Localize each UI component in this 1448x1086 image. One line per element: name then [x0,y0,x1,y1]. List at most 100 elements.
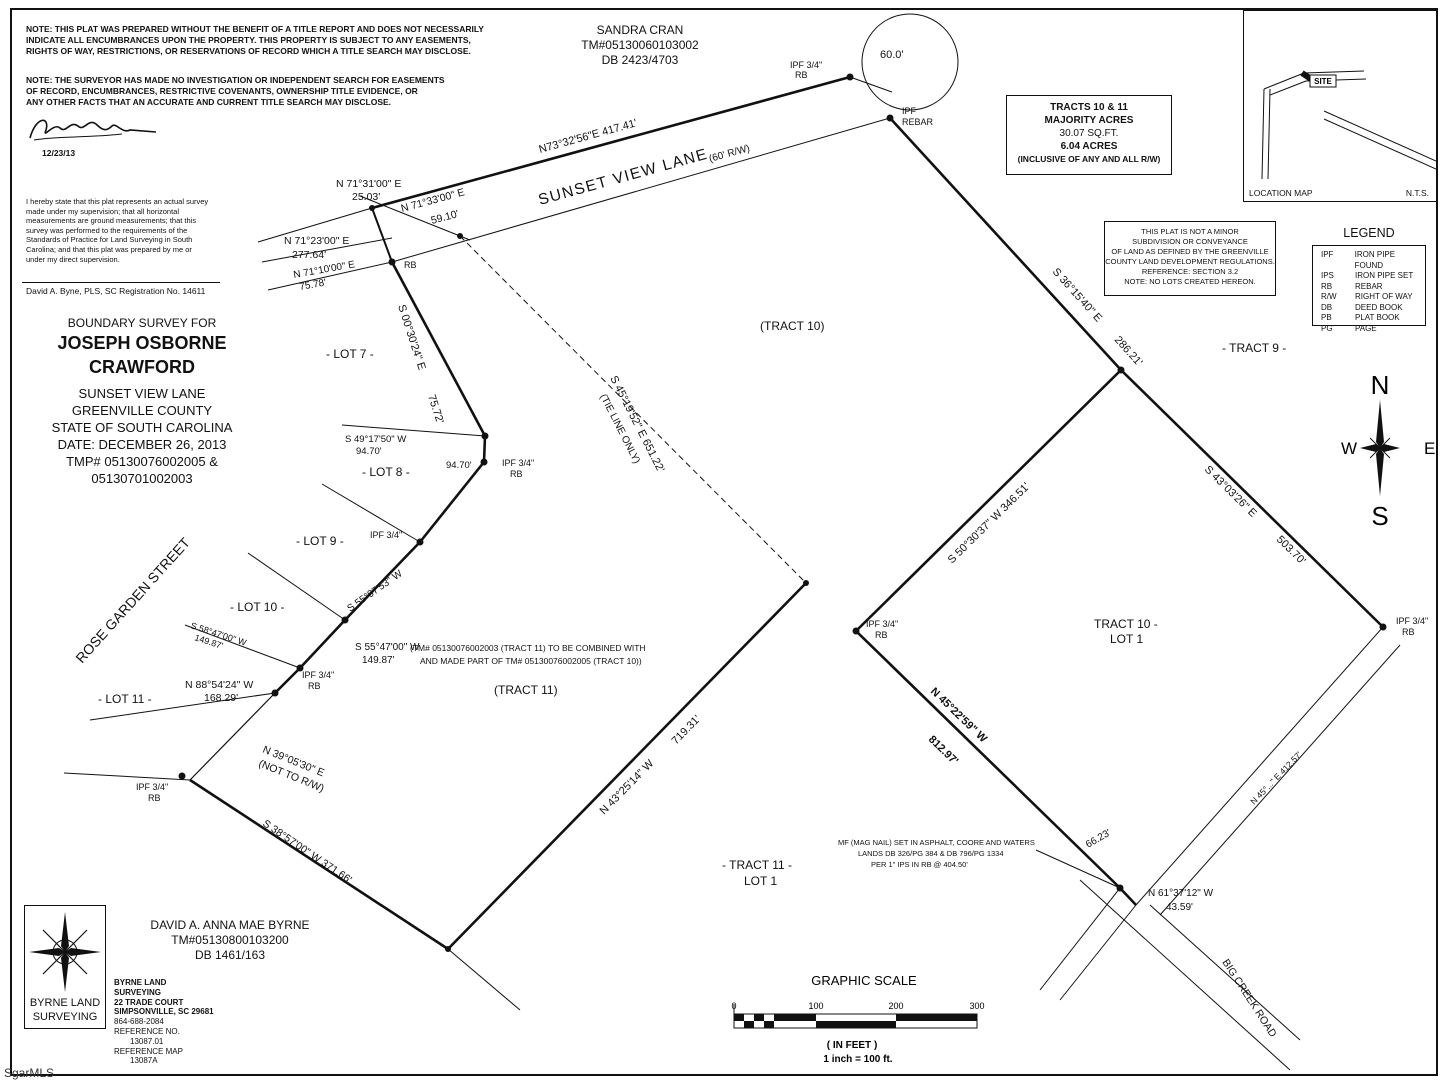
tract10-east-line [889,117,1122,371]
mag-nail-note: PER 1" IPS IN RB @ 404.50' [871,860,968,869]
note-line: NOTE: THE SURVEYOR HAS MADE NO INVESTIGA… [26,75,445,85]
note-line: ANY OTHER FACTS THAT AN ACCURATE AND CUR… [26,97,392,107]
legend-desc: IRON PIPE FOUND [1354,250,1396,270]
pin-label: RB [510,469,523,479]
mag-nail-note: MF (MAG NAIL) SET IN ASPHALT, COORE AND … [838,838,1035,847]
surveyor-registration: David A. Byne, PLS, SC Registration No. … [26,286,206,296]
distance-label: 94.70' [446,460,472,471]
legend-abbr: DB [1321,302,1333,312]
bearing-label: S 36°15'40" E [1050,266,1104,324]
pin-marker [341,616,349,624]
subdivision-line: COUNTY LAND DEVELOPMENT REGULATIONS. [1105,257,1275,266]
subdivision-line: NOTE: NO LOTS CREATED HEREON. [1124,277,1256,286]
bearing-label: S 43°03'26" E [1202,464,1259,520]
pin-label: IPF 3/4" [302,670,334,680]
acreage-line: TRACTS 10 & 11 [1050,102,1128,113]
owner-line: TM#05130060103002 [581,38,699,52]
legend-desc: REBAR [1355,281,1383,291]
scale-tick-label: 300 [969,1001,984,1011]
combine-note: (TM# 05130076002003 (TRACT 11) TO BE COM… [410,643,646,653]
pin-label: IPF [902,106,917,116]
distance-label: 94.70' [356,446,382,457]
cert-line: measurements are ground measurements; th… [26,216,197,226]
acreage-line: (INCLUSIVE OF ANY AND ALL R/W) [1017,154,1161,164]
pin-label: RB [148,793,161,803]
owner-line: DAVID A. ANNA MAE BYRNE [150,918,310,932]
north-property-line [371,75,851,210]
distance-label: 25.03' [352,191,380,203]
pin-label: IPF 3/4" [136,782,168,792]
pin-label: IPF 3/4" [866,619,898,629]
certification-statement: I hereby state that this plat represents… [26,197,226,264]
cert-line: under my direct supervision. [26,254,120,264]
client-name: JOSEPH OSBORNE [57,333,227,353]
company-line: BYRNE LAND [114,978,167,987]
tract-label: - TRACT 11 - [722,858,792,872]
distance-label: 812.97' [926,734,961,768]
bearing-label: N 71°23'00" E [284,235,349,247]
company-line: 22 TRADE COURT [114,997,184,1007]
pin-label: RB [875,630,888,640]
distance-label: 168.29' [204,692,238,704]
cert-line: Standards of Practice for Land Surveying… [26,235,193,245]
distance-label: 75.72' [425,393,446,425]
subdivision-line: THIS PLAT IS NOT A MINOR [1141,227,1239,236]
bearing-label: S 55°47'00" W [355,642,420,653]
owner-line: TM#05130800103200 [171,933,289,947]
title-line: TMP# 05130076002005 & [66,454,218,469]
cert-line: Carolina; and that this plat was prepare… [26,244,192,254]
subdivision-line: REFERENCE: SECTION 3.2 [1141,267,1239,276]
cert-line: I hereby state that this plat represents… [26,197,209,206]
scale-tick-label: 200 [888,1001,903,1011]
reference-line: 13087.01 [130,1036,164,1046]
curve-length-label: 60.0' [880,49,904,61]
signature-date: 12/23/13 [42,148,76,158]
legend-desc: RIGHT OF WAY [1355,292,1413,301]
client-name: CRAWFORD [89,357,195,377]
reference-line: 13087A [130,1056,158,1066]
pin-marker [480,458,488,466]
bearing-label: N 61°37'12" W [1148,888,1214,899]
bearing-label: S 50°30'37" W 346.51' [946,481,1033,566]
tract-label: - TRACT 9 - [1222,341,1286,355]
scale-title: GRAPHIC SCALE [811,973,917,988]
acreage-line: 30.07 SQ.FT. [1059,128,1119,139]
bearing-label: N 71°31'00" E [336,178,401,190]
tract-label: LOT 1 [744,874,777,888]
note-line: NOTE: THIS PLAT WAS PREPARED WITHOUT THE… [26,24,484,34]
legend-abbr: PB [1321,313,1332,322]
legend-title: LEGEND [1343,226,1395,240]
title-block: BOUNDARY SURVEY FOR JOSEPH OSBORNE CRAWF… [42,316,242,487]
site-marker: SITE [1314,77,1332,86]
pin-marker [852,627,860,635]
pin-label: RB [1402,627,1415,637]
plat-frame [10,8,1438,1076]
combine-note: AND MADE PART OF TM# 05130076002005 (TRA… [420,656,642,666]
pin-label: RB [795,70,808,80]
pin-label: IPF 3/4" [370,530,402,540]
note-line: RIGHTS OF WAY, RESTRICTIONS, OR RESERVAT… [26,46,471,56]
pin-label: RB [404,260,417,270]
pin-marker [178,772,186,780]
mls-watermark: SgarMLS [4,1066,55,1080]
legend-desc: PLAT BOOK [1355,313,1400,322]
legend-abbr: PG [1321,323,1333,333]
acreage-line: 6.04 ACRES [1060,141,1118,152]
mag-nail-note: LANDS DB 326/PG 384 & DB 796/PG 1334 [858,849,1004,858]
compass-east: E [1424,439,1435,458]
cert-line: survey was performed to the requirements… [26,225,188,235]
legend-abbr: IPS [1321,271,1334,280]
reference-line: REFERENCE MAP [114,1046,183,1056]
pin-marker [846,73,854,81]
acreage-box: TRACTS 10 & 11 MAJORITY ACRES 30.07 SQ.F… [1006,95,1172,175]
south-owner: DAVID A. ANNA MAE BYRNE TM#0513080010320… [130,918,330,963]
bearing-label: N 88°54'24" W [185,679,253,691]
road-label: BIG CREEK ROAD [1219,957,1279,1040]
company-name: BYRNE LAND SURVEYING [29,997,101,1023]
title-line: 05130701002003 [91,471,193,486]
